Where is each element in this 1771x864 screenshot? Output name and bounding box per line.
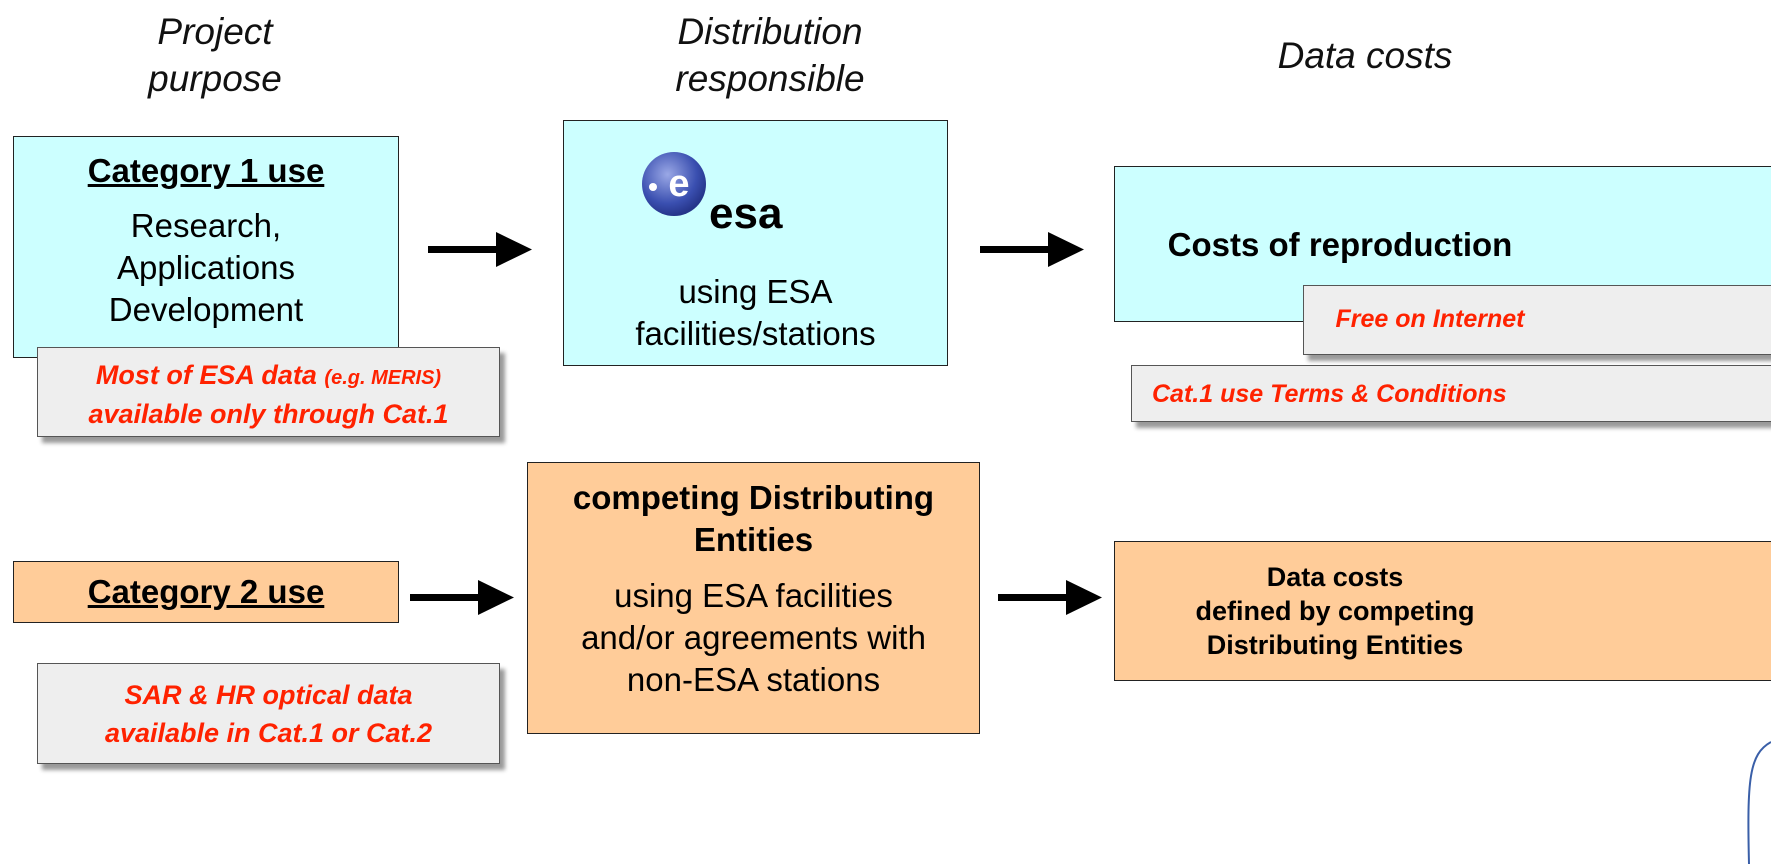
entities-title-line: Entities [693,521,814,558]
cat2-note-line: SAR & HR optical data [124,680,413,710]
esa-line: facilities/stations [635,315,876,352]
header-distribution-line2: responsible [675,58,865,99]
arrow-esa-to-costs [980,232,1084,267]
esa-box: e esa using ESA facilities/stations [563,120,948,366]
category-1-box: Category 1 use Research, Applications De… [13,136,399,358]
cat1-note-line2: available only through Cat.1 [88,399,449,429]
cat1-terms-note: Cat.1 use Terms & Conditions [1131,365,1771,422]
category-1-line: Development [108,291,304,328]
cat2-note-line: available in Cat.1 or Cat.2 [104,718,433,748]
cat1-note-line1: Most of ESA data (e.g. MERIS) [38,357,499,396]
data-costs-defined-box: Data costs defined by competing Distribu… [1114,541,1771,681]
category-1-line: Research, [130,207,282,244]
esa-line: using ESA [678,273,833,310]
entities-line: using ESA facilities [614,577,893,614]
header-data-costs-text: Data costs [1277,35,1453,76]
data-costs-line: Data costs [1266,562,1404,592]
category-1-title: Category 1 use [87,152,325,189]
header-data-costs: Data costs [1235,32,1495,79]
arrow-cat2-to-entities [410,580,514,615]
header-distribution-responsible: Distribution responsible [630,8,910,102]
category-1-lines: Research, Applications Development [14,205,398,331]
data-costs-line: Distributing Entities [1206,630,1464,660]
free-on-internet-note: Free on Internet [1303,285,1771,355]
header-project-purpose-line2: purpose [148,58,282,99]
costs-of-reproduction-title: Costs of reproduction [1167,226,1513,263]
header-project-purpose-line1: Project [157,11,273,52]
header-distribution-line1: Distribution [677,11,863,52]
cat2-availability-note: SAR & HR optical data available in Cat.1… [37,663,500,764]
cat1-note-main: Most of ESA data [95,360,317,390]
esa-box-lines: using ESA facilities/stations [564,271,947,355]
free-on-internet-text: Free on Internet [1335,305,1525,333]
competing-entities-title: competing Distributing Entities [528,477,979,561]
cat1-terms-text: Cat.1 use Terms & Conditions [1152,380,1507,408]
data-costs-defined-lines: Data costs defined by competing Distribu… [1115,560,1555,662]
category-2-title: Category 2 use [87,573,325,610]
competing-entities-box: competing Distributing Entities using ES… [527,462,980,734]
category-1-line: Applications [117,249,295,286]
header-project-purpose: Project purpose [110,8,320,102]
esa-logo-text: esa [709,189,783,238]
competing-entities-lines: using ESA facilities and/or agreements w… [528,575,979,701]
entities-line: non-ESA stations [626,661,881,698]
entities-title-line: competing Distributing [572,479,935,516]
category-2-box: Category 2 use [13,561,399,623]
data-costs-line: defined by competing [1195,596,1475,626]
arrow-cat1-to-esa [428,232,532,267]
arrow-entities-to-costs [998,580,1102,615]
esa-logo-letter: e [668,163,689,205]
corner-arc-decoration [1747,741,1771,864]
cat1-note-small: (e.g. MERIS) [324,367,442,389]
entities-line: and/or agreements with [581,619,926,656]
cat1-availability-note: Most of ESA data (e.g. MERIS) available … [37,347,500,437]
esa-logo-icon: e [642,152,706,216]
